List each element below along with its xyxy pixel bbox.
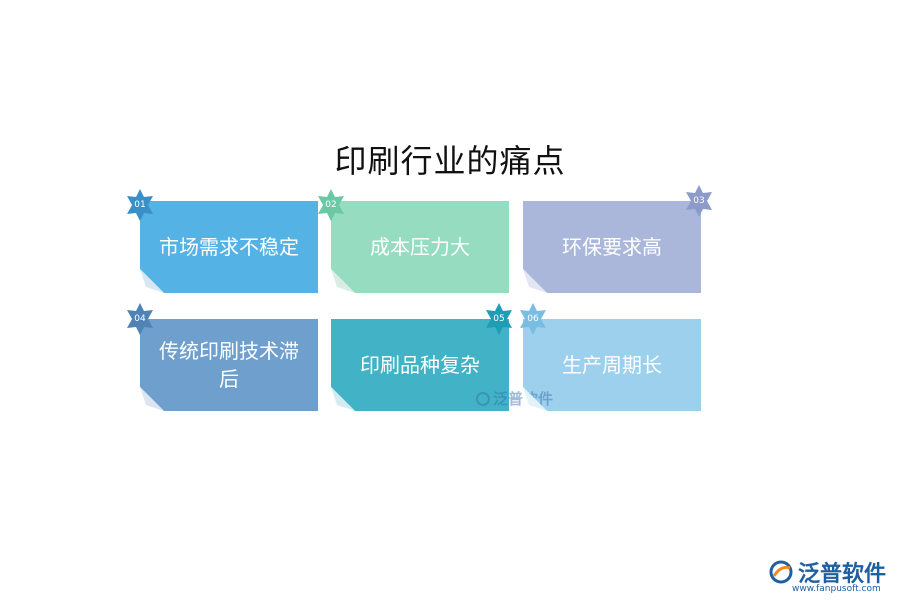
brand-logo: 泛普软件 (768, 556, 886, 588)
badge-number: 05 (493, 314, 505, 324)
number-badge-1: 01 (123, 188, 157, 222)
badge-number: 01 (134, 200, 146, 210)
badge-number: 03 (693, 196, 705, 206)
card-label: 市场需求不稳定 (159, 235, 299, 259)
card-label: 环保要求高 (562, 235, 662, 259)
number-badge-5: 05 (482, 302, 516, 336)
star-badge-icon (318, 189, 344, 221)
page-fold-icon (140, 269, 164, 293)
brand-name: 泛普软件 (798, 562, 887, 587)
card-label: 成本压力大 (370, 235, 470, 259)
badge-number: 02 (325, 200, 337, 210)
star-badge-icon (127, 303, 153, 335)
page-fold-icon (331, 269, 355, 293)
number-badge-4: 04 (123, 302, 157, 336)
watermark-logo-icon (476, 392, 490, 406)
star-badge-icon (520, 303, 546, 335)
number-badge-3: 03 (682, 184, 716, 218)
number-badge-2: 02 (314, 188, 348, 222)
badge-number: 06 (527, 314, 539, 324)
pain-point-card-4: 传统印刷技术滞后 (140, 319, 318, 411)
pain-point-card-1: 市场需求不稳定 (140, 201, 318, 293)
badge-number: 04 (134, 314, 146, 324)
brand-logo-icon (769, 560, 793, 584)
star-badge-icon (686, 185, 712, 217)
card-label: 印刷品种复杂 (360, 353, 480, 377)
page-fold-icon (523, 387, 547, 411)
page-title: 印刷行业的痛点 (334, 142, 566, 180)
page-fold-icon (523, 269, 547, 293)
star-badge-icon (486, 303, 512, 335)
card-label: 传统印刷技术滞后 (159, 339, 299, 391)
pain-point-card-6: 生产周期长 (523, 319, 701, 411)
pain-point-card-2: 成本压力大 (331, 201, 509, 293)
number-badge-6: 06 (516, 302, 550, 336)
star-badge-icon (127, 189, 153, 221)
page-fold-icon (331, 387, 355, 411)
pain-point-card-3: 环保要求高 (523, 201, 701, 293)
brand-url: www.fanpusoft.com (792, 584, 881, 594)
card-label: 生产周期长 (562, 353, 662, 377)
page-fold-icon (140, 387, 164, 411)
